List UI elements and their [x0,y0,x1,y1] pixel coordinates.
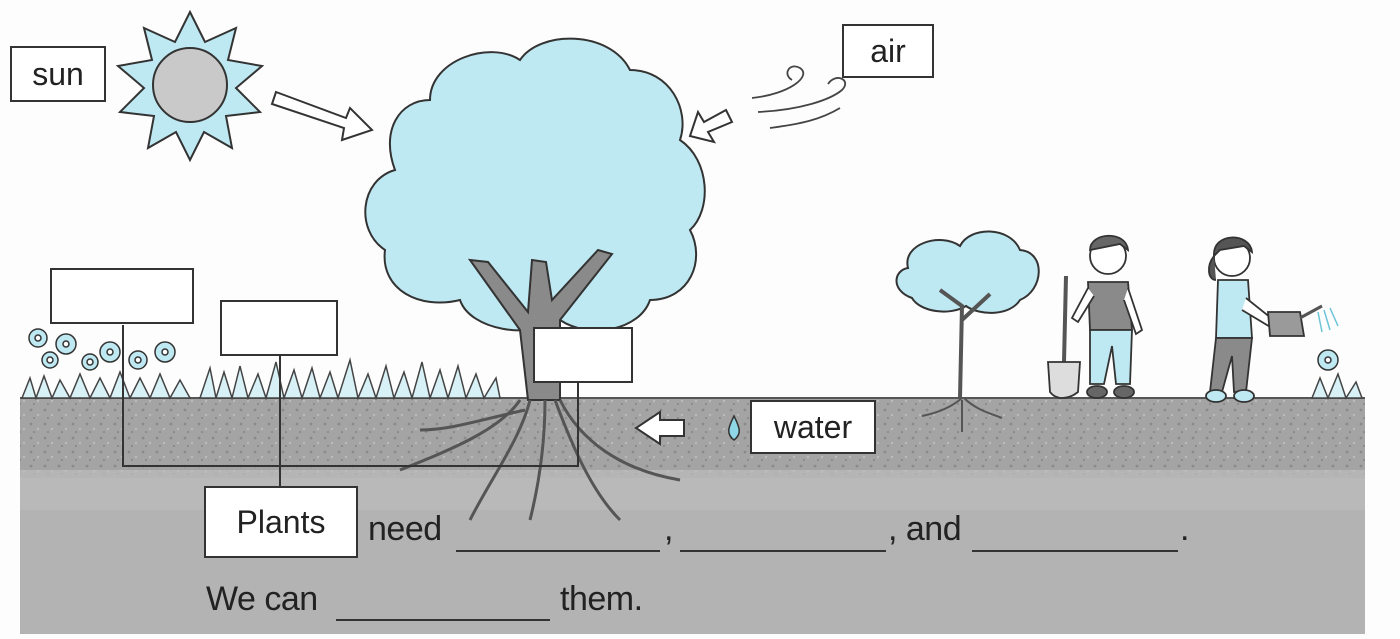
sapling-icon [895,230,1040,432]
arrow-icon [634,410,685,446]
sentence1-comma-and: , and [888,510,962,548]
girl-with-watering-can-icon [1205,236,1339,403]
sentence1-period: . [1180,510,1189,548]
flower-icon [28,328,1339,371]
blank-label-box-3[interactable] [533,327,633,383]
plants-label: Plants [204,486,358,558]
tree-icon [364,37,706,522]
water-drop-icon [728,414,740,441]
grass-icon [20,357,1364,401]
boy-with-shovel-icon [1047,234,1144,399]
sentence2-them: them. [560,580,643,618]
sentence1-comma1: , [664,510,673,548]
wind-icon [751,65,847,129]
sun-label: sun [10,46,106,102]
arrow-icon [688,108,734,144]
connector-lines [122,325,579,486]
blank-label-box-1[interactable] [50,268,194,324]
sentence1-need: need [368,510,442,548]
water-label: water [750,400,876,454]
sentence2-we-can: We can [206,580,318,618]
arrow-icon [270,90,374,142]
air-label: air [842,24,934,78]
blank-label-box-2[interactable] [220,300,338,356]
sun-icon [115,9,265,163]
